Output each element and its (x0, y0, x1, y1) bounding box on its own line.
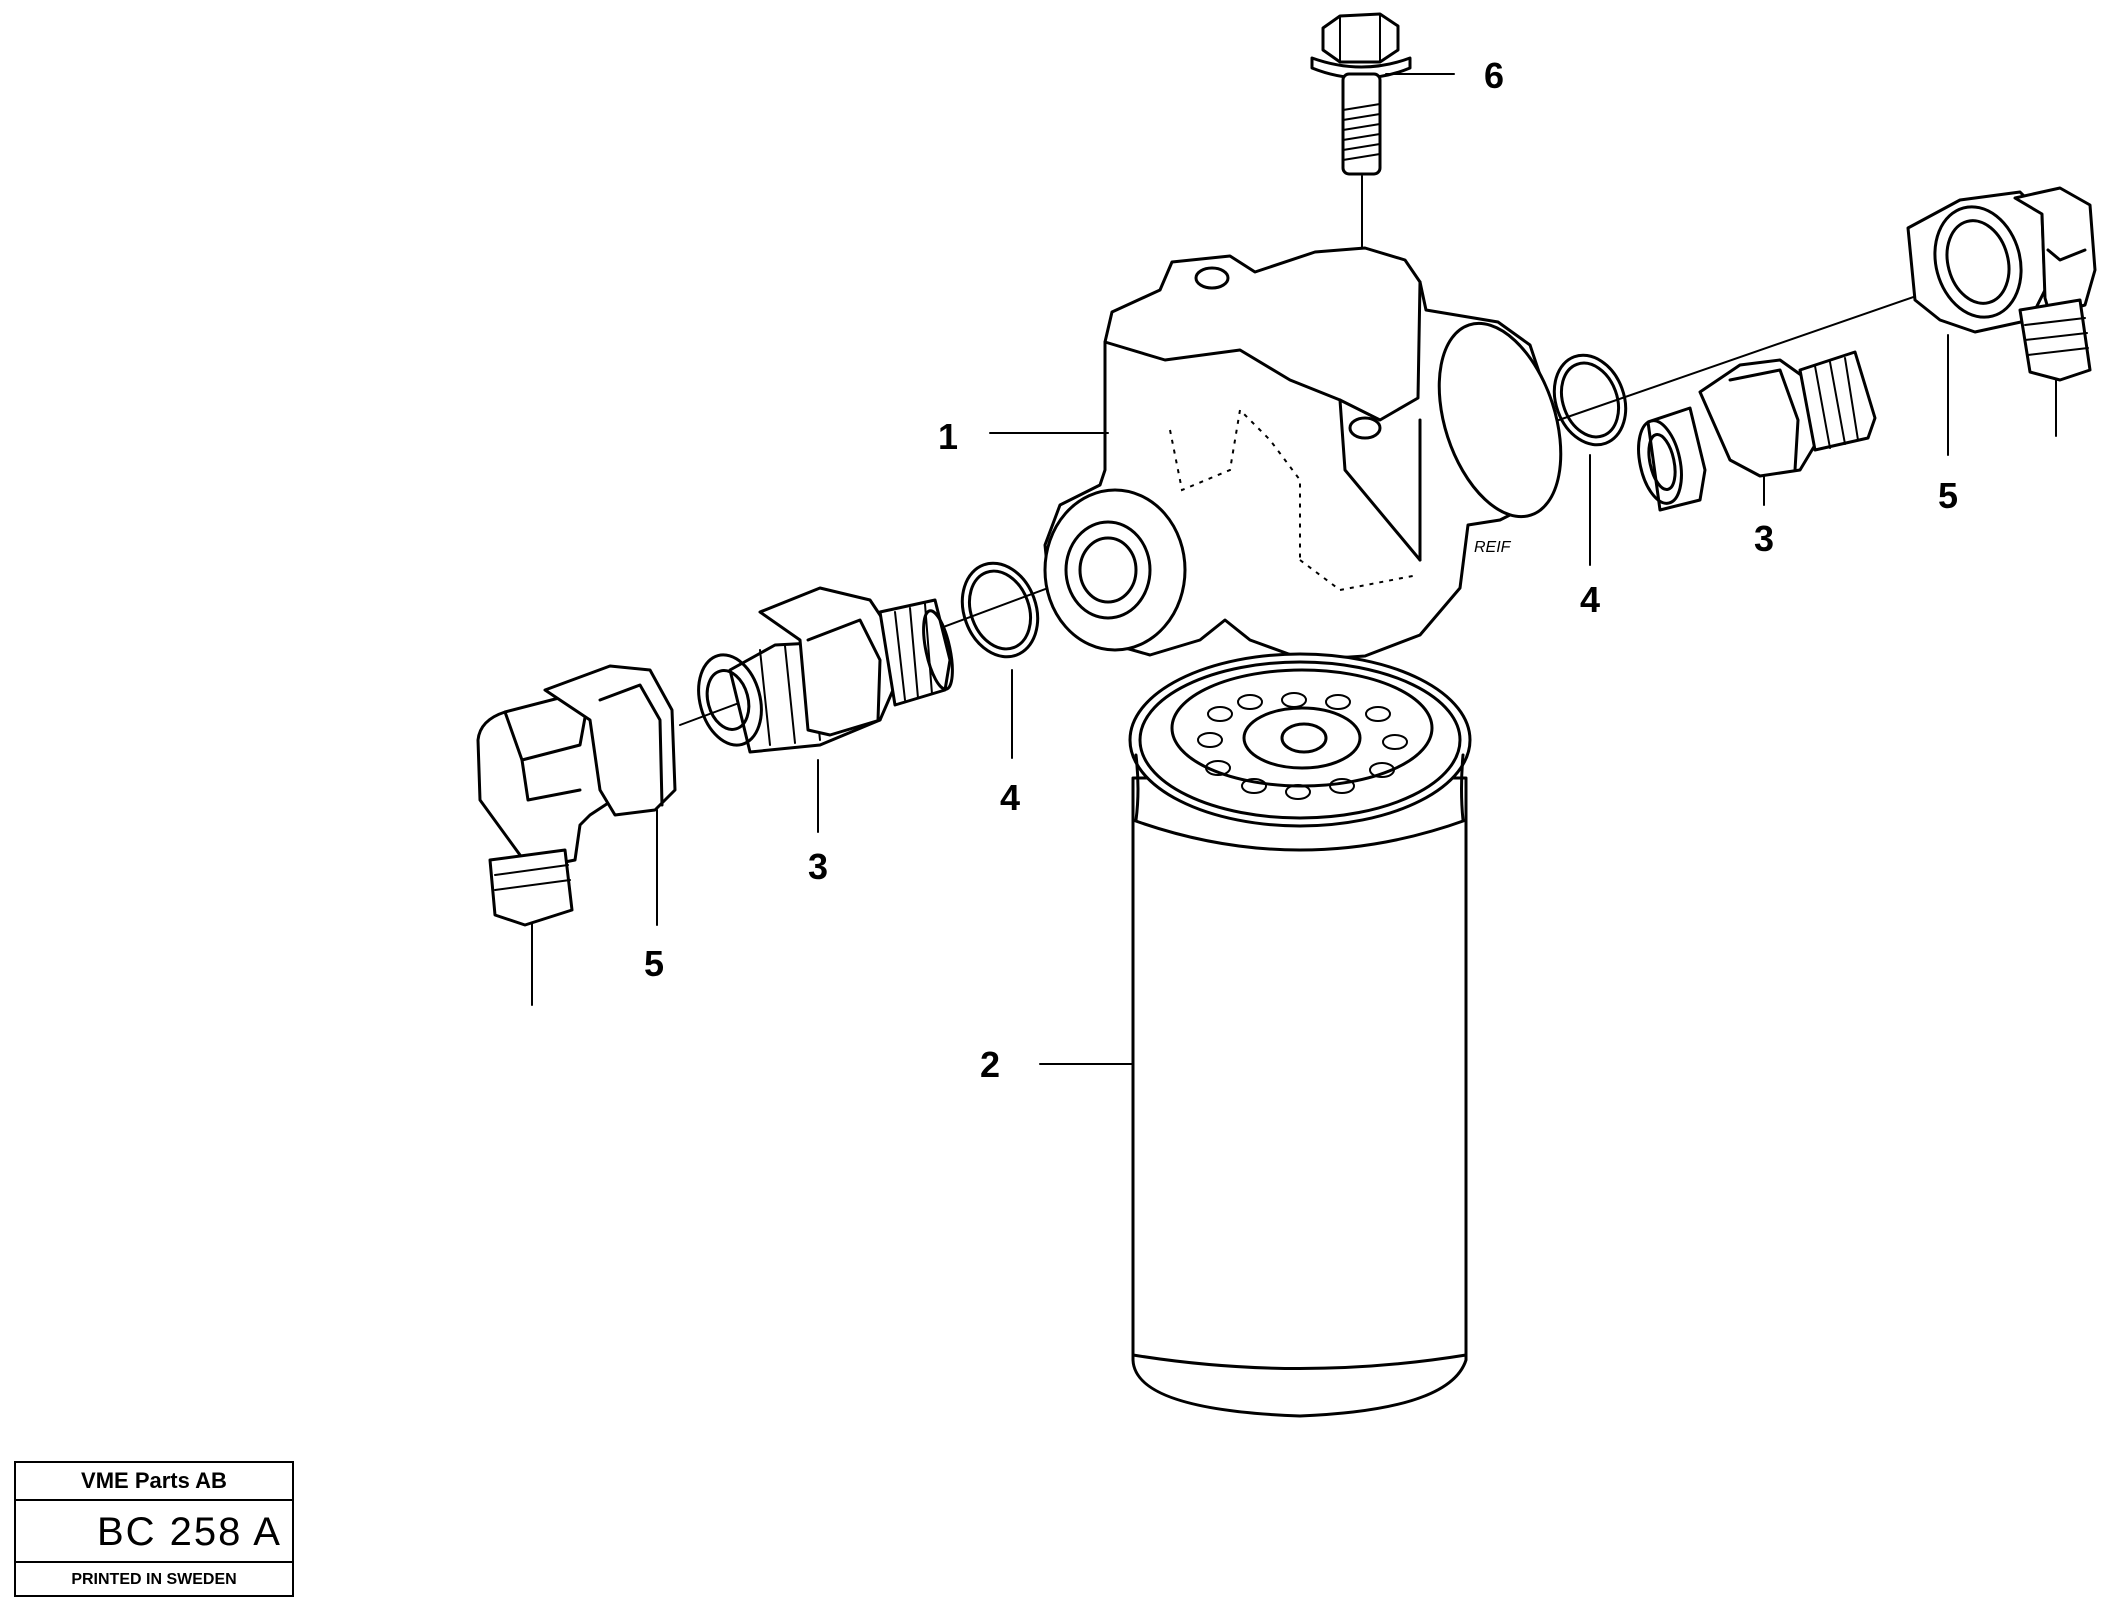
title-block: VME Parts AB BC 258 A PRINTED IN SWEDEN (14, 1461, 294, 1597)
elbow-fitting-right (1906, 186, 2097, 382)
title-block-code: BC 258 A (16, 1501, 292, 1563)
o-ring-left (960, 561, 1040, 659)
bolt (1310, 12, 1412, 176)
filter-head-housing (1043, 246, 1563, 662)
title-block-company: VME Parts AB (16, 1463, 292, 1501)
o-ring-right (1552, 353, 1628, 447)
callout-4-left: 4 (1000, 777, 1020, 818)
callout-5-right: 5 (1938, 475, 1958, 516)
reif-stamp: REIF (1474, 539, 1512, 556)
callout-6: 6 (1484, 55, 1504, 96)
filter-cartridge (1128, 652, 1472, 1418)
adapter-nipple-left (697, 586, 954, 754)
callout-2: 2 (980, 1044, 1000, 1085)
callout-5-left: 5 (644, 943, 664, 984)
title-block-printed: PRINTED IN SWEDEN (71, 1571, 237, 1588)
adapter-nipple-right (1637, 350, 1877, 512)
leader-lines (656, 73, 1949, 1065)
callout-3-right: 3 (1754, 518, 1774, 559)
callout-3-left: 3 (808, 846, 828, 887)
elbow-fitting-left (476, 664, 677, 927)
callout-1: 1 (938, 416, 958, 457)
callout-4-right: 4 (1580, 579, 1600, 620)
